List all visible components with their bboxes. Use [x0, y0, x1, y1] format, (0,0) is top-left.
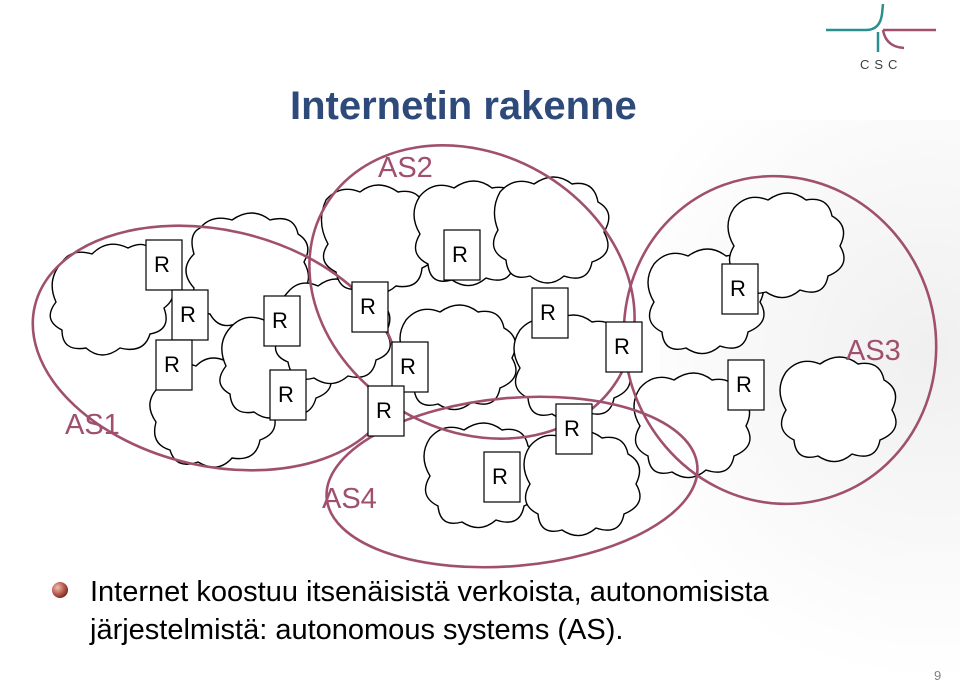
as1-label: AS1 [65, 409, 120, 441]
router: R [483, 451, 521, 503]
svg-text:R: R [278, 382, 294, 407]
csc-logo [826, 3, 936, 52]
router: R [391, 341, 429, 393]
logo-text: CSC [860, 57, 903, 72]
page-number: 9 [934, 668, 942, 683]
svg-text:R: R [540, 300, 556, 325]
bullet-text: Internet koostuu itsenäisistä verkoista,… [90, 573, 769, 649]
router: R [727, 359, 765, 411]
router: R [605, 321, 643, 373]
bullet-line-1: Internet koostuu itsenäisistä verkoista,… [90, 576, 769, 608]
svg-text:R: R [272, 308, 288, 333]
cloud [492, 176, 610, 284]
as3-label: AS3 [846, 335, 901, 367]
router: R [443, 229, 481, 281]
svg-text:R: R [376, 398, 392, 423]
svg-text:R: R [736, 372, 752, 397]
as4-label: AS4 [322, 483, 377, 515]
cloud [49, 243, 174, 356]
as4-ellipse [325, 395, 699, 569]
cloud [513, 314, 631, 421]
as2-label: AS2 [378, 152, 433, 184]
svg-text:R: R [564, 416, 580, 441]
svg-text:R: R [164, 352, 180, 377]
router: R [555, 403, 593, 455]
cloud [320, 184, 437, 295]
cloud [779, 356, 897, 463]
router: R [145, 239, 183, 291]
router: R [367, 385, 405, 437]
router: R [351, 281, 389, 333]
as3-ellipse [622, 174, 938, 506]
bullet-icon [52, 582, 68, 598]
svg-text:R: R [452, 242, 468, 267]
svg-text:R: R [180, 302, 196, 327]
router: R [531, 287, 569, 339]
router: R [269, 369, 307, 421]
cloud [633, 372, 751, 479]
svg-text:R: R [614, 334, 630, 359]
router: R [171, 289, 209, 341]
svg-text:R: R [730, 276, 746, 301]
router: R [263, 295, 301, 347]
router: R [721, 263, 759, 315]
slide-title: Internetin rakenne [290, 84, 637, 128]
router: R [155, 339, 193, 391]
svg-text:R: R [360, 294, 376, 319]
bullet-line-2: järjestelmistä: autonomous systems (AS). [90, 614, 624, 646]
svg-text:R: R [492, 464, 508, 489]
svg-text:R: R [154, 252, 170, 277]
svg-text:R: R [400, 354, 416, 379]
